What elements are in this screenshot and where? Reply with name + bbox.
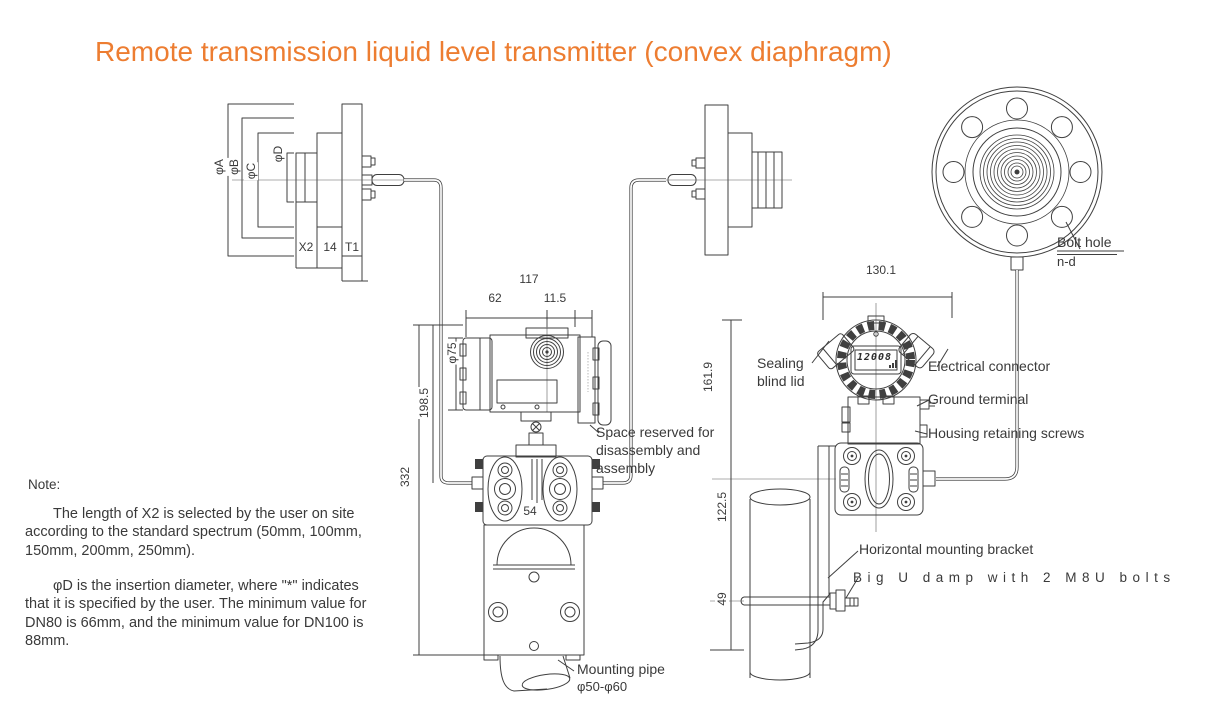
- leader-lines: [557, 221, 1124, 672]
- dim-49: 49: [715, 591, 729, 607]
- dim-phi-d: φD: [271, 144, 285, 164]
- note-paragraph-1: The length of X2 is selected by the user…: [25, 505, 425, 560]
- mounting-pipe-label: Mounting pipe: [577, 661, 665, 677]
- ground-terminal-label: Ground terminal: [928, 391, 1029, 407]
- note-p1-line2: according to the standard spectrum (50mm…: [25, 524, 362, 541]
- dim-54: 54: [522, 504, 538, 518]
- dim-332: 332: [398, 465, 412, 489]
- note-heading: Note:: [28, 477, 61, 492]
- dim-phi-a: φA: [212, 158, 226, 176]
- housing-retaining-screws-label: Housing retaining screws: [928, 425, 1085, 441]
- right-capillary-tube: [936, 270, 1019, 481]
- space-reserved-label: Space reserved for disassembly and assem…: [596, 424, 715, 476]
- bolt-hole-label: Bolt hole: [1057, 234, 1118, 255]
- note-p2-line2: that it is specified by the user. The mi…: [25, 596, 367, 613]
- dim-117: 117: [518, 272, 540, 286]
- dim-62: 62: [487, 291, 503, 305]
- left-capillary-tube: [404, 178, 472, 485]
- dim-phi-75: φ75: [445, 341, 459, 365]
- note-p2-line4: 88mm.: [25, 632, 70, 649]
- u-bolt-label: Big U damp with 2 M8U bolts: [853, 570, 1176, 585]
- bolt-hole-spec: n-d: [1057, 254, 1076, 269]
- lcd-display-value: 12008: [856, 352, 893, 363]
- dim-phi-b: φB: [227, 158, 241, 176]
- right-transmitter-drawing: [710, 292, 953, 681]
- center-transmitter-drawing: [413, 310, 612, 692]
- dim-161-9: 161.9: [701, 360, 715, 394]
- electrical-connector-label: Electrical connector: [928, 358, 1051, 374]
- page-title: Remote transmission liquid level transmi…: [95, 36, 892, 67]
- note-p1-line3: 150mm, 200mm, 250mm).: [25, 542, 196, 559]
- dim-198-5: 198.5: [417, 386, 431, 420]
- dim-130-1: 130.1: [864, 263, 898, 277]
- dim-14: 14: [322, 240, 338, 254]
- dim-t1: T1: [343, 240, 361, 254]
- second-capillary-tube: [603, 178, 666, 485]
- note-p2-line3: DN80 is 66mm, and the minimum value for …: [25, 614, 364, 631]
- dim-11-5: 11.5: [542, 291, 568, 305]
- dim-x2: X2: [297, 240, 315, 254]
- horizontal-mounting-bracket-label: Horizontal mounting bracket: [859, 541, 1034, 557]
- note-paragraph-2: φD is the insertion diameter, where "*" …: [25, 577, 435, 650]
- right-flange-front-drawing: [931, 86, 1103, 271]
- left-flange-section-drawing: [227, 103, 406, 282]
- note-p1-line1: The length of X2 is selected by the user…: [53, 506, 355, 522]
- mounting-pipe-dim: φ50-φ60: [577, 679, 628, 694]
- dim-phi-c: φC: [244, 161, 258, 181]
- second-flange-section-drawing: [662, 104, 792, 256]
- sealing-blind-lid-label: Sealing blind lid: [757, 355, 805, 389]
- dim-122-5: 122.5: [715, 490, 729, 524]
- note-p2-line1: φD is the insertion diameter, where "*" …: [53, 578, 359, 594]
